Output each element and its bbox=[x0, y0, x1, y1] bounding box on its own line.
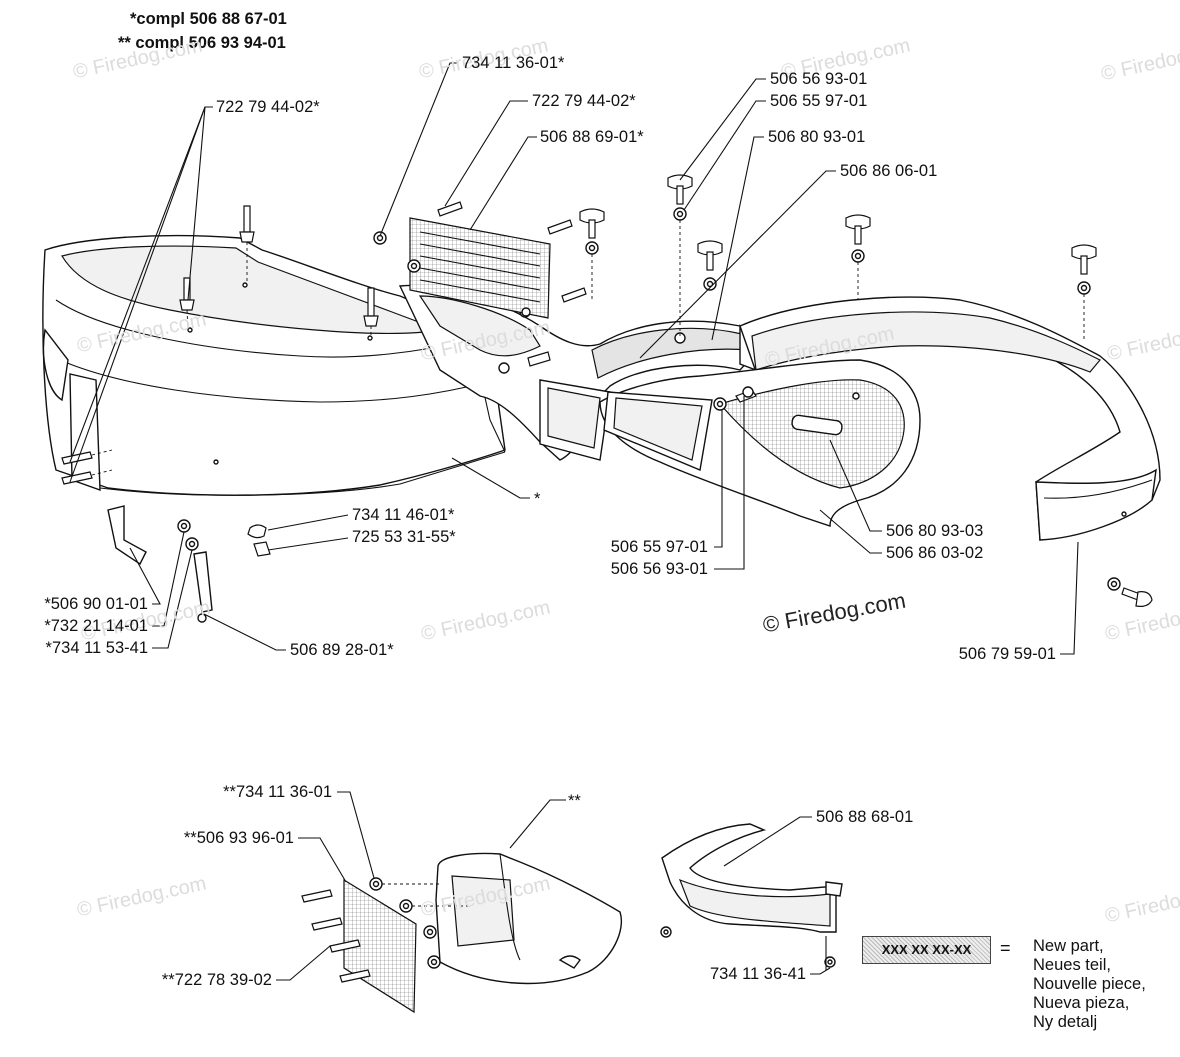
header-compl-2: ** compl 506 93 94-01 bbox=[118, 34, 286, 52]
header-compl-1: *compl 506 88 67-01 bbox=[130, 10, 287, 28]
label-506-89-28-01: 506 89 28-01* bbox=[290, 641, 394, 659]
label-506-79-59-01: 506 79 59-01 bbox=[958, 645, 1056, 663]
label-506-86-06-01: 506 86 06-01 bbox=[840, 162, 938, 180]
label-734-11-36-01-dbl: **734 11 36-01 bbox=[223, 783, 332, 801]
side-rivets bbox=[61, 449, 113, 485]
label-star: * bbox=[534, 490, 541, 508]
rear-fender-body bbox=[739, 296, 1161, 541]
legend-line: Nouvelle piece, bbox=[1033, 975, 1146, 993]
label-506-88-69-01: 506 88 69-01* bbox=[540, 128, 644, 146]
hood-pins bbox=[179, 205, 379, 338]
cover-assembly bbox=[301, 852, 622, 1014]
label-506-88-68-01: 506 88 68-01 bbox=[816, 808, 914, 826]
grille-plate bbox=[409, 217, 551, 319]
legend-text: New part, Neues teil, Nouvelle piece, Nu… bbox=[1033, 937, 1146, 1032]
label-506-55-97-01-bottom: 506 55 97-01 bbox=[610, 538, 708, 556]
legend-equals: = bbox=[1000, 938, 1011, 958]
tray-screws bbox=[713, 386, 757, 411]
rear-knob bbox=[1107, 577, 1153, 607]
label-734-11-36-01: 734 11 36-01* bbox=[462, 54, 565, 72]
label-506-56-93-01-bottom: 506 56 93-01 bbox=[610, 560, 708, 578]
legend-line: Ny detalj bbox=[1033, 1013, 1098, 1031]
label-722-79-44-02-mid: 722 79 44-02* bbox=[532, 92, 636, 110]
label-734-11-53-41: *734 11 53-41 bbox=[45, 639, 148, 657]
label-732-21-14-01: *732 21 14-01 bbox=[44, 617, 148, 635]
center-rail-panel bbox=[398, 284, 761, 461]
label-506-80-93-01: 506 80 93-01 bbox=[768, 128, 866, 146]
label-725-53-31-55: 725 53 31-55* bbox=[352, 528, 456, 546]
label-722-79-44-02-left: 722 79 44-02* bbox=[216, 98, 320, 116]
new-part-legend-box: XXX XX XX-XX bbox=[862, 936, 991, 964]
label-506-80-93-03: 506 80 93-03 bbox=[886, 522, 984, 540]
label-722-78-39-02: **722 78 39-02 bbox=[161, 971, 272, 989]
seat-tray bbox=[599, 359, 921, 527]
label-506-90-01-01: *506 90 01-01 bbox=[44, 595, 148, 613]
label-506-86-03-02: 506 86 03-02 bbox=[886, 544, 984, 562]
label-double-star: ** bbox=[568, 792, 581, 810]
leader-lines bbox=[69, 62, 1079, 981]
knob-fasteners bbox=[579, 174, 1097, 340]
label-734-11-36-41: 734 11 36-41 bbox=[709, 965, 806, 983]
grille-screws bbox=[373, 201, 587, 367]
label-506-93-96-01: **506 93 96-01 bbox=[183, 829, 294, 847]
legend-line: Neues teil, bbox=[1033, 956, 1111, 974]
label-506-56-93-01-top: 506 56 93-01 bbox=[770, 70, 868, 88]
legend-line: Nueva pieza, bbox=[1033, 994, 1130, 1012]
label-506-55-97-01-top: 506 55 97-01 bbox=[770, 92, 868, 110]
label-734-11-46-01: 734 11 46-01* bbox=[352, 506, 455, 524]
bracket-parts bbox=[107, 505, 271, 623]
legend-line: New part, bbox=[1033, 937, 1104, 955]
bin-holder bbox=[660, 823, 843, 968]
